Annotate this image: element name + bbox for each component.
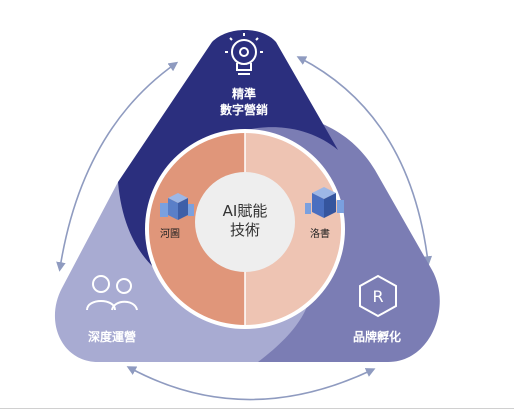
- right-half-label: 洛書: [310, 229, 330, 240]
- building-iso-icon: [160, 193, 194, 220]
- bottom-divider: [0, 408, 514, 409]
- center-line1: AI賦能: [222, 202, 268, 220]
- svg-text:R: R: [372, 287, 383, 306]
- users-icon: [86, 275, 138, 311]
- segment-top-shape: [118, 30, 338, 280]
- center-hub: [195, 172, 295, 272]
- left-half-label: 河圖: [160, 229, 180, 240]
- right-segment-label: 品牌孵化: [352, 330, 401, 344]
- cycle-arrow-right: [296, 56, 433, 266]
- left-segment-label: 深度運營: [87, 330, 136, 344]
- top-segment-line2: 數字營銷: [219, 103, 268, 117]
- cycle-arrow-bottom: [126, 366, 376, 401]
- r-hexagon-icon: R: [359, 274, 397, 318]
- city-iso-icon: [305, 187, 344, 218]
- cycle-arrow-left: [56, 61, 179, 272]
- top-segment-line1: 精準: [231, 87, 256, 101]
- lightbulb-gear-icon: [225, 33, 263, 75]
- center-line2: 技術: [229, 221, 260, 239]
